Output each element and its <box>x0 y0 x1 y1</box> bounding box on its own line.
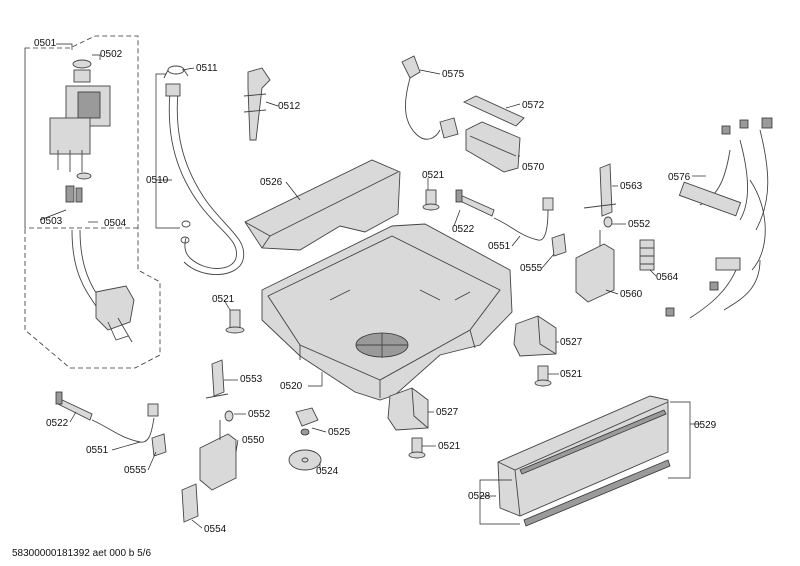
part-0522-right-spring <box>455 189 495 217</box>
part-0555-left-bracket <box>151 433 167 457</box>
label-0521-bottom: 0521 <box>438 441 461 452</box>
label-0564: 0564 <box>656 272 679 283</box>
label-0522-left: 0522 <box>46 418 69 429</box>
part-0563-hinge <box>583 163 617 217</box>
part-0511-hose-clamp <box>163 65 189 79</box>
label-0551-right: 0551 <box>488 241 511 252</box>
label-0552-right: 0552 <box>628 219 651 230</box>
part-0526-cover <box>244 159 401 251</box>
part-0524-disc <box>288 449 322 471</box>
label-0502: 0502 <box>100 49 123 60</box>
label-0524: 0524 <box>316 466 339 477</box>
label-0528: 0528 <box>468 491 491 502</box>
part-0554-clip <box>181 483 199 523</box>
part-0550-left-panel <box>199 420 237 491</box>
label-0527-lower: 0527 <box>436 407 459 418</box>
label-0526: 0526 <box>260 177 283 188</box>
part-0510-drain-hose <box>165 83 245 275</box>
label-0560: 0560 <box>620 289 643 300</box>
label-0520: 0520 <box>280 381 303 392</box>
part-0555-right-bracket <box>551 233 567 257</box>
label-0529: 0529 <box>694 420 717 431</box>
label-0527-right: 0527 <box>560 337 583 348</box>
label-0503: 0503 <box>40 216 63 227</box>
label-0525: 0525 <box>328 427 351 438</box>
part-0528-seal-strips <box>519 409 671 527</box>
part-0570-housing <box>465 121 521 173</box>
part-0512-float-switch <box>243 67 271 141</box>
label-0554: 0554 <box>204 524 227 535</box>
part-0520-base-frame <box>261 223 513 401</box>
part-0527-corner-lower <box>387 387 429 431</box>
part-0504-inlet-hose <box>71 229 135 343</box>
label-0522-right: 0522 <box>452 224 475 235</box>
label-0510: 0510 <box>146 175 169 186</box>
part-0551-left-cable <box>91 403 159 443</box>
label-0521-top: 0521 <box>422 170 445 181</box>
label-0552-left: 0552 <box>248 409 271 420</box>
part-0521-foot-bottom <box>408 437 426 459</box>
assembly-group-outline <box>24 35 161 369</box>
part-0572-cover <box>462 95 525 127</box>
label-0501: 0501 <box>34 38 57 49</box>
part-0527-corner-right <box>513 315 557 357</box>
part-0521-foot-top <box>422 189 440 211</box>
part-0576-wiring-harness <box>665 117 773 319</box>
label-0555-right: 0555 <box>520 263 543 274</box>
part-0552-left-spring <box>224 410 234 422</box>
part-0551-right-cable <box>493 197 554 241</box>
label-0575: 0575 <box>442 69 465 80</box>
label-0551-left: 0551 <box>86 445 109 456</box>
part-0525-clip <box>295 407 319 436</box>
label-0550: 0550 <box>242 435 265 446</box>
label-0572: 0572 <box>522 100 545 111</box>
part-0521-foot-left <box>225 309 245 334</box>
part-0560-right-panel <box>575 230 615 303</box>
label-0521-right: 0521 <box>560 369 583 380</box>
part-0521-foot-right <box>534 365 552 387</box>
part-0502-valve <box>49 59 111 203</box>
label-0570: 0570 <box>522 162 545 173</box>
part-0575-power-cable <box>401 55 459 140</box>
label-0521-left: 0521 <box>212 294 235 305</box>
part-labels: 0501 0502 0503 0504 0510 0511 0512 0526 … <box>34 38 717 535</box>
label-0555-left: 0555 <box>124 465 147 476</box>
part-0564-terminal-block <box>639 239 655 271</box>
part-0553-left-hinge <box>205 359 229 399</box>
part-0552-right-spring <box>603 216 613 228</box>
label-0576: 0576 <box>668 172 691 183</box>
document-reference: 58300000181392 aet 000 b 5/6 <box>12 548 151 559</box>
part-0522-left-spring <box>55 391 93 421</box>
label-0504: 0504 <box>104 218 127 229</box>
label-0563: 0563 <box>620 181 643 192</box>
label-0511: 0511 <box>196 63 218 74</box>
label-0553: 0553 <box>240 374 263 385</box>
leader-lines <box>39 43 706 529</box>
label-0512: 0512 <box>278 101 301 112</box>
